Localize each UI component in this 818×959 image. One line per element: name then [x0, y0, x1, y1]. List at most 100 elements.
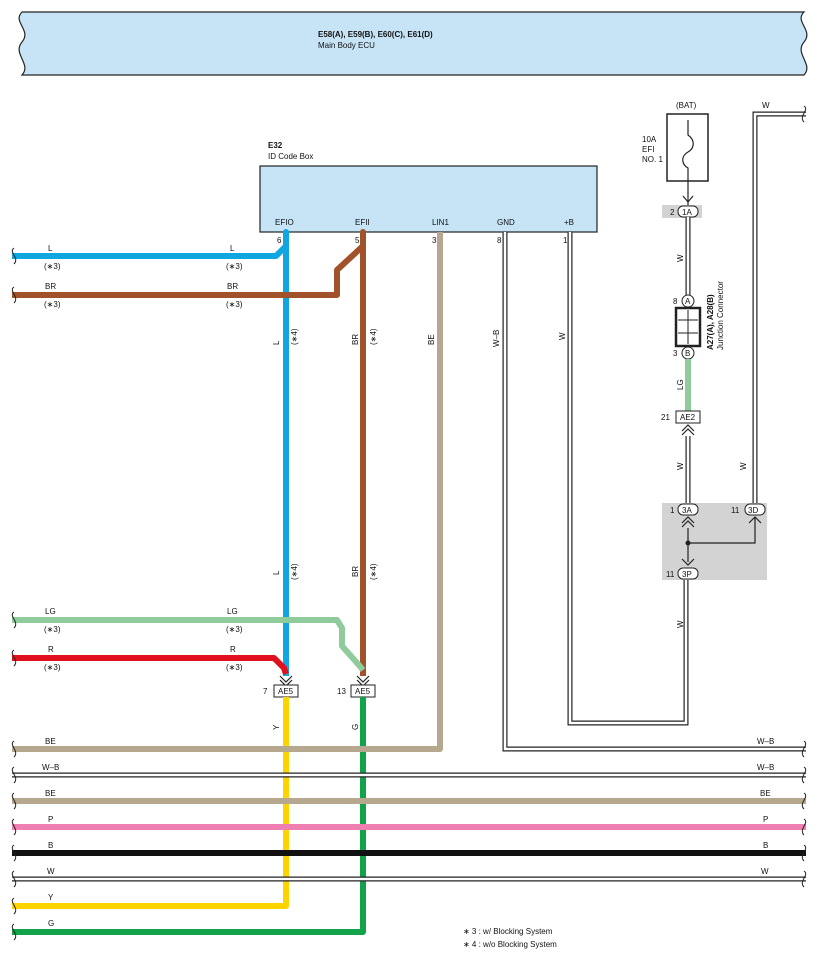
wire-l-vlabel-2: L: [272, 570, 281, 575]
wire-g-vlabel: G: [351, 724, 360, 730]
wire-w-plusb-vlabel: W: [558, 332, 567, 340]
wire-w-top-right: [752, 111, 806, 503]
wire-l-note-mid: (∗3): [226, 262, 243, 271]
jc-pin-a-num: 8: [673, 297, 678, 306]
id-code-box: [259, 165, 598, 233]
fuse-arrow-icon: [682, 195, 694, 203]
wire-br-vlabel-1: BR: [351, 334, 360, 345]
pin-efii-label: EFII: [355, 218, 370, 227]
connector-3a-num: 1: [670, 506, 675, 515]
wire-l-vlabel-1: L: [272, 340, 281, 345]
connector-1a-num: 2: [670, 208, 675, 217]
splice-dot: [685, 540, 691, 546]
junction-block: [662, 503, 767, 580]
wire-br-vnote-2: (∗4): [369, 563, 378, 580]
wire-br-label-mid: BR: [227, 282, 238, 291]
connector-ae2-label: AE2: [680, 413, 696, 422]
wire-br: [12, 229, 366, 676]
wire-r-label-left: R: [48, 645, 54, 654]
wire-wb-label-right-1: W–B: [757, 737, 774, 746]
jc-pin-b-label: B: [685, 349, 690, 358]
wire-wb-gnd-inner: [503, 232, 806, 751]
wire-r-note-mid: (∗3): [226, 663, 243, 672]
wire-l-vnote-1: (∗4): [290, 328, 299, 345]
connector-3d-num: 11: [731, 506, 740, 515]
wire-w-plusb-inner: [568, 232, 688, 725]
wire-w-3p-vlabel: W: [676, 620, 685, 628]
connector-3a: [677, 503, 699, 516]
pin-gnd-num: 8: [497, 236, 502, 245]
wire-lg-note-left: (∗3): [44, 625, 61, 634]
connector-ae5-b-num: 13: [337, 687, 346, 696]
fuse-icon: [682, 120, 694, 181]
break-marks-right: [801, 105, 807, 888]
jc-pin-a-label: A: [685, 297, 691, 306]
wire-l-note-left: (∗3): [44, 262, 61, 271]
wire-be-bus-label-left: BE: [45, 789, 56, 798]
wire-wb-vlabel: W–B: [492, 330, 501, 347]
jc-name: Junction Connector: [716, 281, 725, 350]
break-marks-left: [11, 247, 17, 941]
ecu-codes: E58(A), E59(B), E60(C), E61(D): [318, 30, 433, 39]
wire-w-bus-label-right: W: [761, 867, 769, 876]
internal-link-3d: [688, 517, 756, 544]
wire-l: [12, 229, 289, 676]
wire-w-top-vlabel: W: [739, 462, 748, 470]
pin-gnd-label: GND: [497, 218, 515, 227]
wire-b-bus-label-right: B: [763, 841, 768, 850]
connector-3p: [677, 567, 699, 580]
wire-g: [12, 697, 366, 935]
chevron-ae2-icon: [681, 424, 695, 432]
wire-r-note-left: (∗3): [44, 663, 61, 672]
wire-be-vlabel: BE: [427, 334, 436, 345]
wire-r: [12, 655, 289, 675]
fuse-bat-label: (BAT): [676, 101, 697, 110]
wire-br-label-left: BR: [45, 282, 56, 291]
pin-b-label: +B: [564, 218, 574, 227]
connector-3p-num: 11: [666, 570, 675, 579]
wire-l-label-left: L: [48, 244, 53, 253]
connector-3d-label: 3D: [748, 506, 758, 515]
idbox-name: ID Code Box: [268, 152, 313, 161]
pin-efio-label: EFIO: [275, 218, 294, 227]
wire-w-bus-label-left: W: [47, 867, 55, 876]
wire-wb-gnd: [502, 232, 806, 752]
fuse-name-1: EFI: [642, 145, 654, 154]
jc-code: A27(A), A28(B): [706, 294, 715, 350]
wire-w-plusb: [567, 232, 689, 726]
connector-ae2: [675, 410, 701, 424]
wire-y: [12, 697, 289, 909]
pin-lin1-label: LIN1: [432, 218, 449, 227]
wire-lg-note-mid: (∗3): [226, 625, 243, 634]
wire-l-label-mid: L: [230, 244, 235, 253]
pin-efii-num: 5: [355, 236, 360, 245]
chevron-3p-icon: [681, 558, 695, 566]
chevron-ae5a-icon: [279, 675, 293, 683]
main-body-ecu-box: [18, 11, 808, 76]
note-n4: ∗ 4 : w/o Blocking System: [463, 940, 557, 949]
wire-y-vlabel: Y: [272, 724, 281, 730]
connector-ae5-a-num: 7: [263, 687, 268, 696]
pin-b-num: 1: [563, 236, 568, 245]
wire-lg-label-left: LG: [45, 607, 56, 616]
connector-ae5-a-label: AE5: [278, 687, 294, 696]
chevron-3a-icon-2: [681, 520, 695, 528]
wire-wb-bus-label-right: W–B: [757, 763, 774, 772]
chevron-3a-icon: [681, 516, 695, 524]
jc-pin-b-num: 3: [673, 349, 678, 358]
connector-3a-label: 3A: [682, 506, 692, 515]
note-n3: ∗ 3 : w/ Blocking System: [463, 927, 553, 936]
wire-l-vnote-2: (∗4): [290, 563, 299, 580]
wire-p-bus-label-left: P: [48, 815, 53, 824]
pin-lin1-num: 3: [432, 236, 437, 245]
wire-y-label: Y: [48, 893, 54, 902]
wire-be-lin1: [12, 232, 443, 752]
wire-wb-bus-label-left: W–B: [42, 763, 59, 772]
wire-lg-left: [12, 617, 366, 672]
wire-be-label-1: BE: [45, 737, 56, 746]
connector-ae5-b-label: AE5: [355, 687, 371, 696]
wire-p-bus-label-right: P: [763, 815, 768, 824]
wire-w-top-right-inner: [753, 112, 806, 503]
